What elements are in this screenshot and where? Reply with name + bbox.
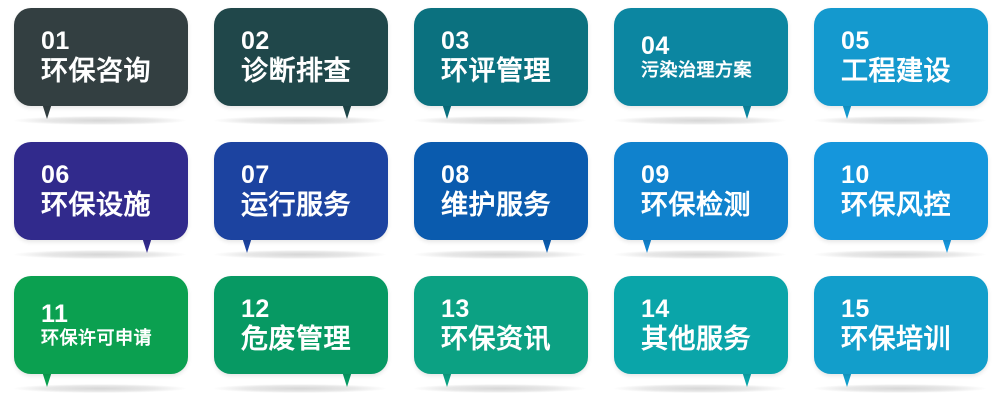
card-label: 工程建设 [841, 55, 951, 86]
card-label: 环评管理 [441, 55, 551, 86]
card-number: 07 [241, 161, 270, 190]
card-number: 12 [241, 295, 270, 324]
card-number: 10 [841, 161, 870, 190]
card-ground-shadow [614, 384, 786, 393]
card-ground-shadow [614, 116, 786, 125]
card-number: 05 [841, 27, 870, 56]
card-number: 06 [41, 161, 70, 190]
card-number: 15 [841, 295, 870, 324]
card-label: 危废管理 [241, 323, 351, 354]
card-label: 环保资讯 [441, 323, 551, 354]
card-ground-shadow [14, 250, 186, 259]
card-number: 04 [641, 31, 670, 60]
card-label: 环保检测 [641, 189, 751, 220]
card-label: 环保风控 [841, 189, 951, 220]
card-label: 维护服务 [441, 189, 551, 220]
card-ground-shadow [414, 250, 586, 259]
card-label: 运行服务 [241, 189, 351, 220]
card-number: 13 [441, 295, 470, 324]
card-label: 环保许可申请 [41, 328, 152, 349]
card-number: 03 [441, 27, 470, 56]
card-ground-shadow [814, 250, 986, 259]
card-label: 其他服务 [641, 323, 751, 354]
card-ground-shadow [214, 116, 386, 125]
card-number: 11 [41, 299, 69, 328]
card-label: 环保咨询 [41, 55, 151, 86]
card-label: 环保设施 [41, 189, 151, 220]
card-number: 01 [41, 27, 70, 56]
card-number: 08 [441, 161, 470, 190]
card-ground-shadow [214, 384, 386, 393]
card-label: 环保培训 [841, 323, 951, 354]
card-label: 污染治理方案 [641, 60, 752, 81]
card-number: 14 [641, 295, 670, 324]
card-number: 09 [641, 161, 670, 190]
card-number: 02 [241, 27, 270, 56]
card-label: 诊断排查 [241, 55, 351, 86]
